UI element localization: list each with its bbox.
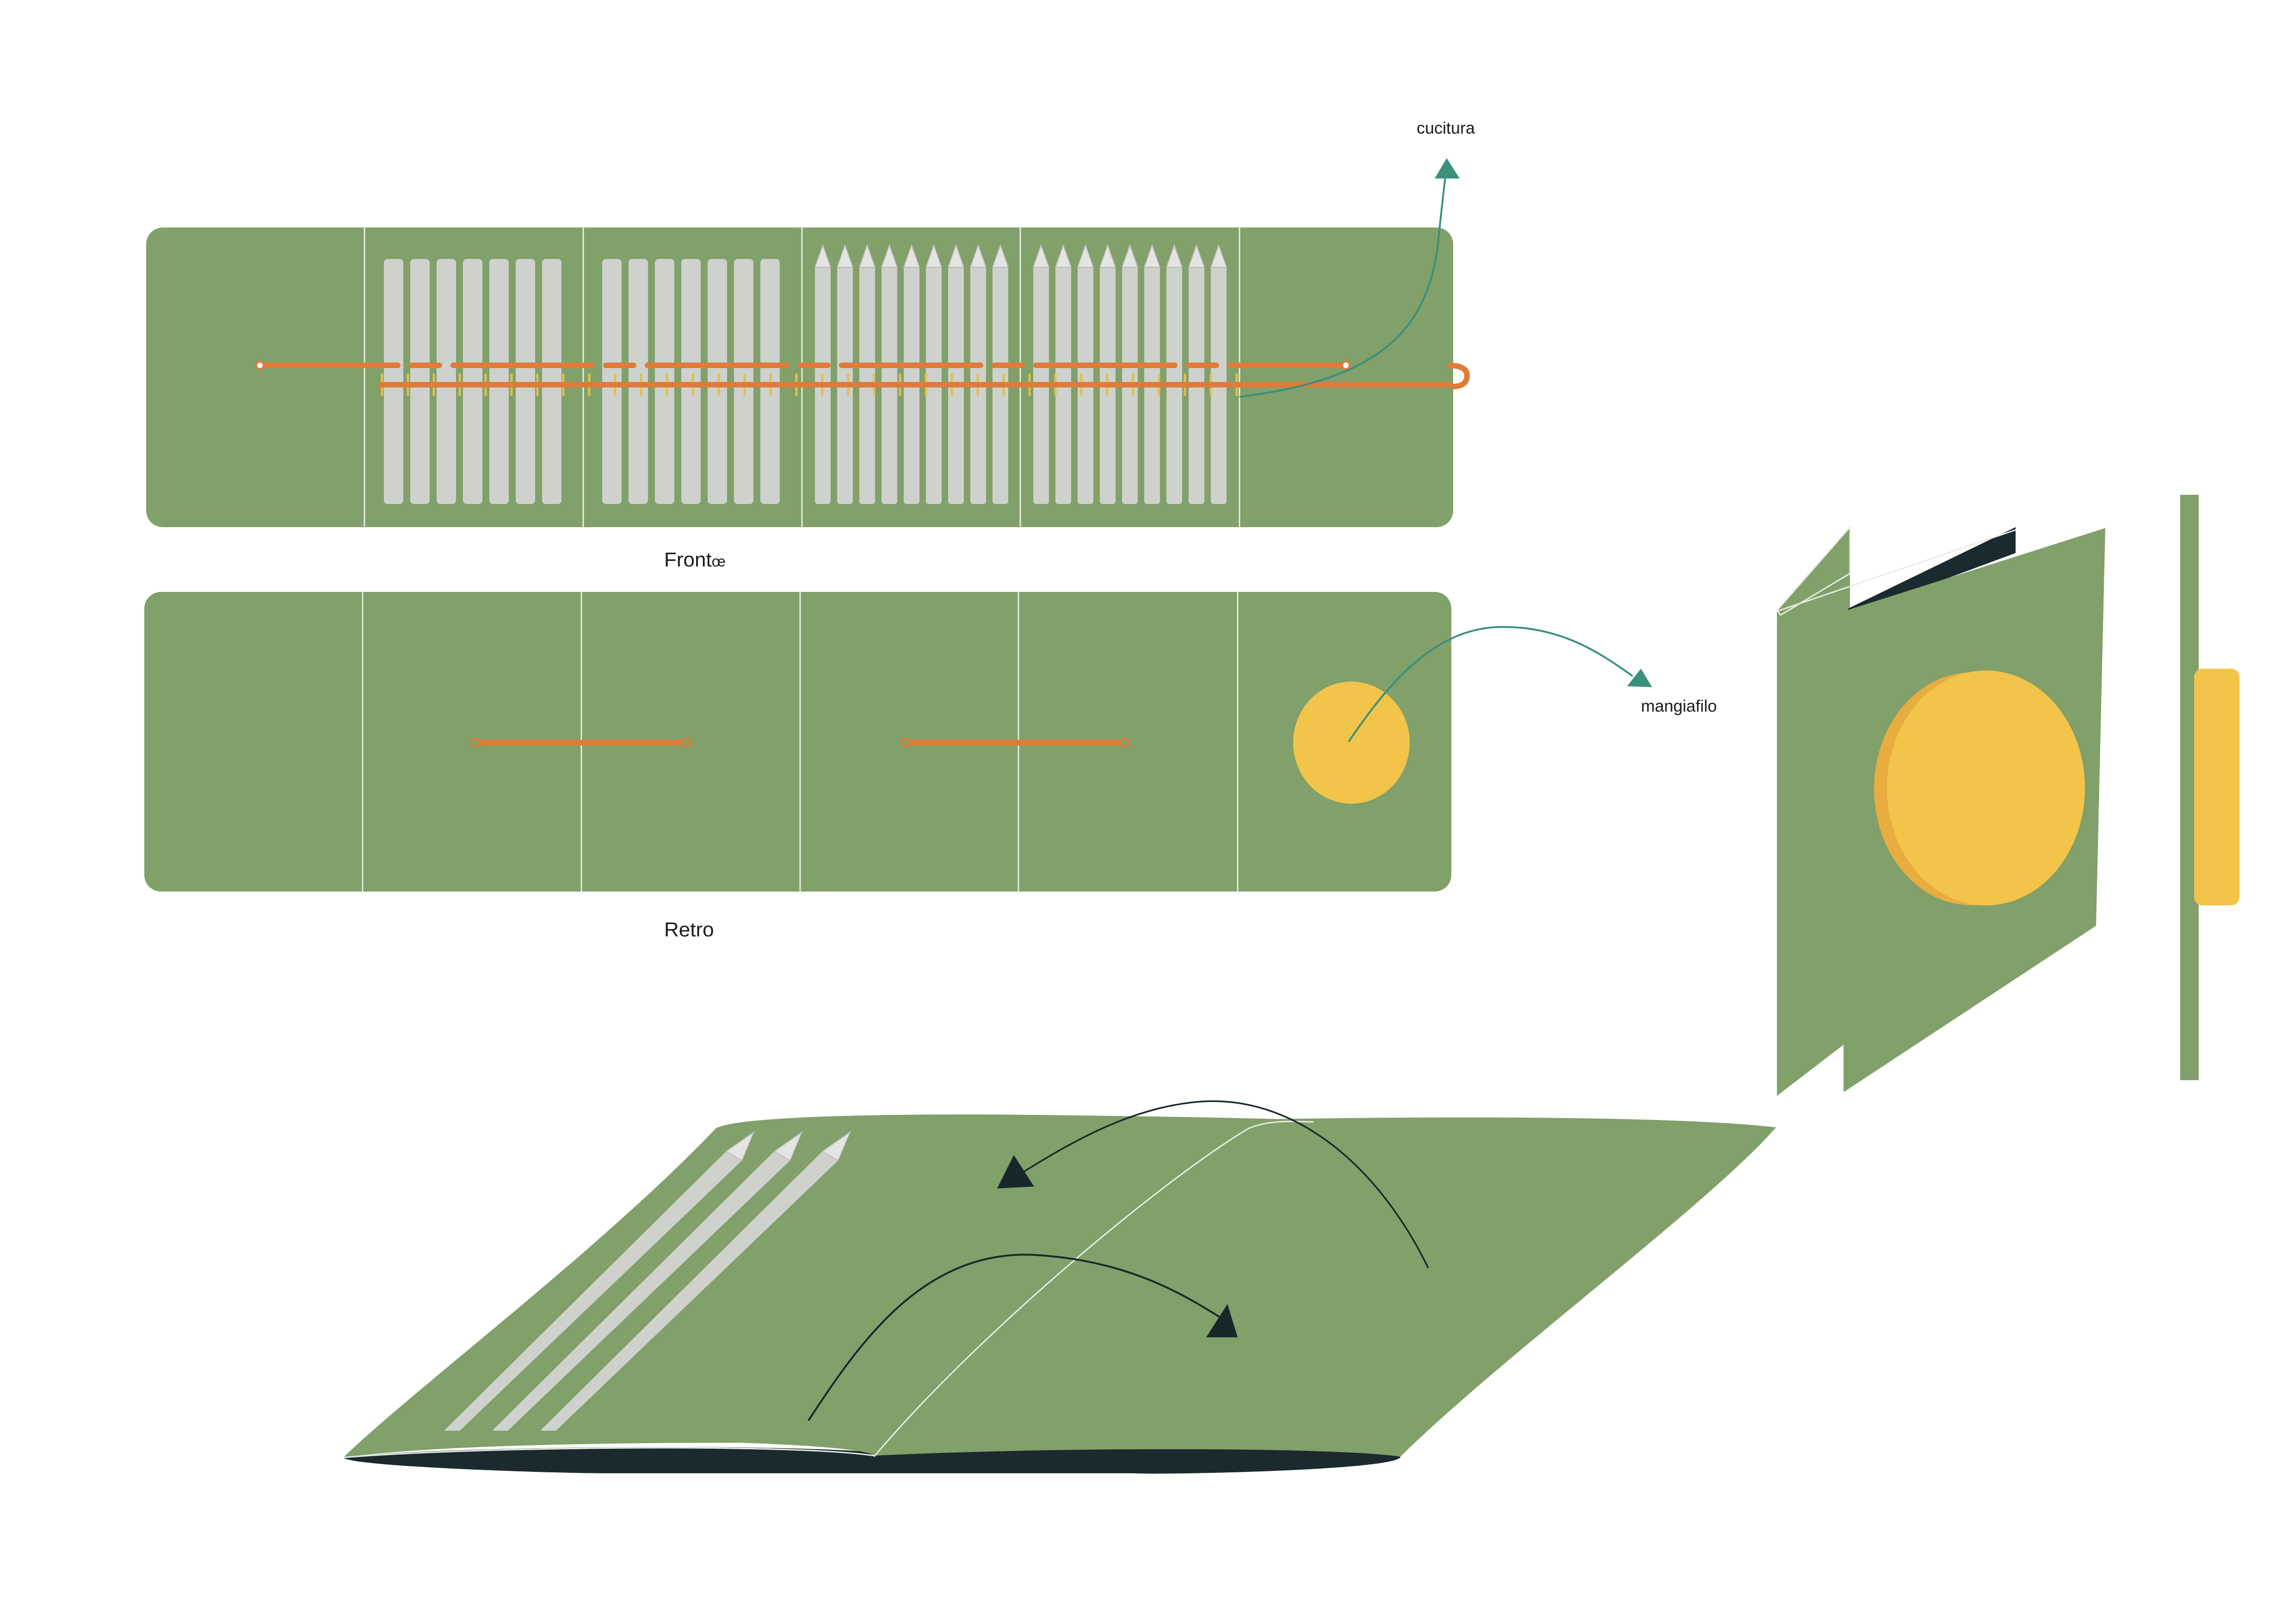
thread-hook	[1447, 363, 1470, 389]
inner-page	[1848, 527, 2016, 615]
front-strip	[146, 228, 1453, 527]
pencil-tip-g2-9	[1210, 244, 1227, 268]
open-perspective-view	[343, 1100, 1776, 1474]
mangiafilo-label: mangiafilo	[1641, 696, 1717, 715]
cucitura-arrowhead	[1435, 158, 1460, 178]
front-panel-dividers	[364, 228, 1240, 527]
pencil-g1-2	[410, 259, 430, 504]
pencil-g1-7	[542, 259, 561, 504]
pencil-g1-1	[384, 259, 403, 504]
cucitura-label: cucitura	[1417, 118, 1475, 137]
strip-pencil-tip-2	[773, 1131, 803, 1162]
fold-arrow-upper	[1022, 1100, 1429, 1268]
fold-arrow-lower-head	[1206, 1304, 1238, 1337]
back-flap	[1777, 527, 1850, 1096]
back-strip	[144, 592, 1451, 892]
pencil-tip-g1-8	[969, 244, 987, 268]
strip-pencil-2	[492, 1151, 790, 1431]
pencil-tip-g1-9	[992, 244, 1009, 268]
front-label-glyph: œ	[711, 553, 726, 570]
pencil-tip-g1-3	[858, 244, 876, 268]
back-thread-right-end-b	[1120, 738, 1130, 748]
cucitura-arrow	[1239, 166, 1448, 398]
front-label-text: Front	[664, 548, 712, 571]
pencil-tip-g2-3	[1077, 244, 1094, 268]
back-thread-left-end-a	[470, 738, 481, 748]
pencil-g1-3	[437, 259, 456, 504]
front-view	[146, 228, 1470, 527]
pencil-tip-g2-1	[1032, 244, 1050, 268]
felt-sheet	[343, 1114, 1776, 1458]
pencil-g1-6	[516, 259, 535, 504]
base-shadow	[343, 1447, 1401, 1474]
pencil-tip-g1-6	[925, 244, 943, 268]
mangiafilo-arrowhead	[1627, 669, 1652, 687]
back-thread-left-end-b	[681, 738, 691, 748]
center-fold-line	[873, 1120, 1314, 1457]
left-fold-line	[343, 1447, 875, 1458]
mangiafilo-arrow	[1348, 626, 1634, 743]
fold-crease	[1776, 529, 2016, 612]
pencil-tip-g2-7	[1166, 244, 1183, 268]
pencil-g1-5	[489, 259, 509, 504]
thread-end-right	[1341, 361, 1350, 370]
strip-pencil-tip-3	[821, 1131, 851, 1162]
pencil-tip-g2-6	[1143, 244, 1161, 268]
pencil-tip-g1-1	[814, 244, 832, 268]
strip-pencil-tip-1	[725, 1131, 755, 1162]
strip-pencil-1	[444, 1151, 742, 1431]
sharpener-disc	[1293, 682, 1410, 804]
strip-pencil-3	[540, 1151, 838, 1431]
flap-top-edge	[1776, 525, 1851, 616]
folded-view	[1776, 495, 2239, 1096]
side-sharpener	[2194, 669, 2239, 905]
pencil-tip-g1-2	[836, 244, 854, 268]
back-view	[144, 592, 1451, 892]
pencil-g1-4	[463, 259, 482, 504]
pencil-g2-3	[655, 259, 674, 504]
pencil-tip-g1-4	[881, 244, 898, 268]
pencil-g2-1	[602, 259, 622, 504]
pencil-tip-g2-4	[1099, 244, 1116, 268]
sharpener-face	[1887, 671, 2085, 905]
pencil-tip-g1-7	[947, 244, 965, 268]
pencil-tip-g2-2	[1054, 244, 1072, 268]
thread-end-left	[255, 361, 265, 370]
fold-arrow-upper-head	[997, 1155, 1034, 1188]
strip-pencils	[444, 1131, 851, 1431]
back-thread-right-end-a	[900, 738, 911, 748]
pencil-tip-g2-5	[1121, 244, 1139, 268]
pencil-tip-g2-8	[1188, 244, 1205, 268]
pencil-g2-2	[629, 259, 648, 504]
stitch-rings	[381, 374, 1238, 396]
pencil-tip-g1-5	[903, 244, 920, 268]
pencil-g2-5	[708, 259, 727, 504]
fold-arrow-lower	[808, 1254, 1222, 1421]
front-label: Frontœ	[664, 548, 726, 572]
pencil-g2-4	[681, 259, 701, 504]
retro-label: Retro	[664, 918, 714, 941]
